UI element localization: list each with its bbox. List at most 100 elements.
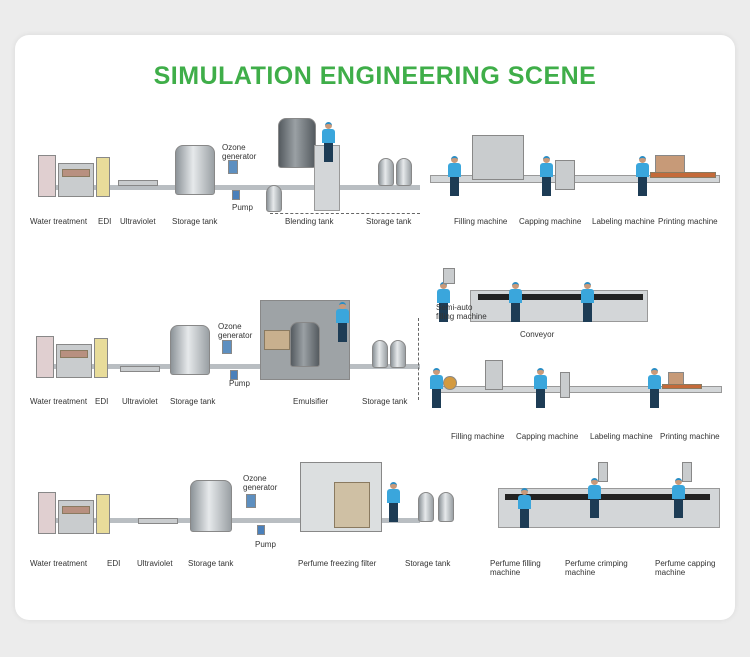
worker-figure bbox=[387, 482, 400, 522]
worker-figure bbox=[518, 488, 531, 528]
freezing-filter-tank bbox=[334, 482, 370, 528]
equipment-label: Pump bbox=[229, 379, 250, 388]
storage-tank bbox=[390, 340, 406, 368]
filling-machine bbox=[472, 135, 524, 180]
ozone-generator bbox=[228, 160, 238, 174]
equipment-label: Storage tank bbox=[366, 217, 412, 226]
equipment-label: Ozone generator bbox=[243, 474, 278, 492]
storage-tank bbox=[438, 492, 454, 522]
capping-machine bbox=[682, 462, 692, 482]
edi-unit bbox=[96, 494, 110, 534]
water-treatment-unit bbox=[56, 344, 92, 378]
water-treatment-panel bbox=[60, 350, 88, 358]
equipment-label: Ultraviolet bbox=[137, 559, 173, 568]
blending-tank bbox=[278, 118, 316, 168]
scene-card bbox=[15, 35, 735, 620]
printing-table bbox=[662, 384, 702, 389]
worker-figure bbox=[322, 122, 335, 162]
equipment-label: Water treatment bbox=[30, 397, 88, 406]
equipment-label: Storage tank bbox=[172, 217, 218, 226]
equipment-label: Ultraviolet bbox=[120, 217, 156, 226]
water-treatment-unit bbox=[36, 336, 54, 378]
worker-figure bbox=[336, 302, 349, 342]
equipment-label: Labeling machine bbox=[592, 217, 655, 226]
equipment-label: Printing machine bbox=[660, 432, 720, 441]
pipe-dashed bbox=[418, 318, 419, 400]
equipment-label: Perfume capping machine bbox=[655, 559, 716, 577]
storage-tank bbox=[175, 145, 215, 195]
water-treatment-panel bbox=[62, 169, 90, 177]
equipment-label: Semi-auto filling machine bbox=[436, 303, 487, 321]
conveyor-belt bbox=[478, 294, 643, 300]
printing-table bbox=[650, 172, 716, 178]
semi-auto-filling-machine bbox=[443, 268, 455, 284]
page-title: SIMULATION ENGINEERING SCENE bbox=[153, 62, 597, 90]
equipment-label: Capping machine bbox=[516, 432, 579, 441]
equipment-label: Storage tank bbox=[362, 397, 408, 406]
ultraviolet-sterilizer bbox=[118, 180, 158, 186]
worker-figure bbox=[636, 156, 649, 196]
equipment-label: Pump bbox=[255, 540, 276, 549]
ultraviolet-sterilizer bbox=[138, 518, 178, 524]
emulsifier-panel bbox=[264, 330, 290, 350]
worker-figure bbox=[581, 282, 594, 322]
equipment-label: Ozone generator bbox=[218, 322, 253, 340]
worker-figure bbox=[430, 368, 443, 408]
ozone-generator bbox=[246, 494, 256, 508]
pipe-dashed bbox=[270, 213, 420, 214]
equipment-label: Storage tank bbox=[170, 397, 216, 406]
equipment-label: Ozone generator bbox=[222, 143, 257, 161]
water-treatment-panel bbox=[62, 506, 90, 514]
ozone-generator bbox=[222, 340, 232, 354]
equipment-label: Filling machine bbox=[454, 217, 508, 226]
storage-tank bbox=[378, 158, 394, 186]
water-treatment-unit bbox=[58, 163, 94, 197]
equipment-label: Water treatment bbox=[30, 217, 88, 226]
edi-unit bbox=[94, 338, 108, 378]
storage-tank bbox=[190, 480, 232, 532]
equipment-label: Labeling machine bbox=[590, 432, 653, 441]
equipment-label: Storage tank bbox=[188, 559, 234, 568]
equipment-label: EDI bbox=[95, 397, 109, 406]
main-pipe bbox=[40, 364, 420, 369]
blending-tank-small bbox=[266, 185, 282, 212]
equipment-label: Ultraviolet bbox=[122, 397, 158, 406]
turntable bbox=[443, 376, 457, 390]
capping-machine bbox=[555, 160, 575, 190]
equipment-label: EDI bbox=[107, 559, 121, 568]
worker-figure bbox=[672, 478, 685, 518]
worker-figure bbox=[509, 282, 522, 322]
filling-machine bbox=[485, 360, 503, 390]
equipment-label: Printing machine bbox=[658, 217, 718, 226]
conveyor-belt bbox=[505, 494, 710, 500]
crimping-machine bbox=[598, 462, 608, 482]
ultraviolet-sterilizer bbox=[120, 366, 160, 372]
worker-figure bbox=[540, 156, 553, 196]
storage-tank bbox=[418, 492, 434, 522]
water-treatment-unit bbox=[38, 492, 56, 534]
equipment-label: Conveyor bbox=[520, 330, 555, 339]
water-treatment-unit bbox=[38, 155, 56, 197]
equipment-label: Storage tank bbox=[405, 559, 451, 568]
pump bbox=[257, 525, 265, 535]
worker-figure bbox=[448, 156, 461, 196]
equipment-label: Pump bbox=[232, 203, 253, 212]
equipment-label: Perfume crimping machine bbox=[565, 559, 628, 577]
pump bbox=[230, 370, 238, 380]
equipment-label: Perfume filling machine bbox=[490, 559, 541, 577]
equipment-label: Perfume freezing filter bbox=[298, 559, 377, 568]
equipment-label: Capping machine bbox=[519, 217, 582, 226]
storage-tank bbox=[396, 158, 412, 186]
emulsifier-vessel bbox=[290, 322, 320, 367]
storage-tank bbox=[170, 325, 210, 375]
pump bbox=[232, 190, 240, 200]
worker-figure bbox=[648, 368, 661, 408]
water-treatment-unit bbox=[58, 500, 94, 534]
equipment-label: Filling machine bbox=[451, 432, 505, 441]
equipment-label: Water treatment bbox=[30, 559, 88, 568]
edi-unit bbox=[96, 157, 110, 197]
main-pipe bbox=[40, 185, 420, 190]
worker-figure bbox=[588, 478, 601, 518]
storage-tank bbox=[372, 340, 388, 368]
conveyor-line bbox=[430, 175, 720, 183]
